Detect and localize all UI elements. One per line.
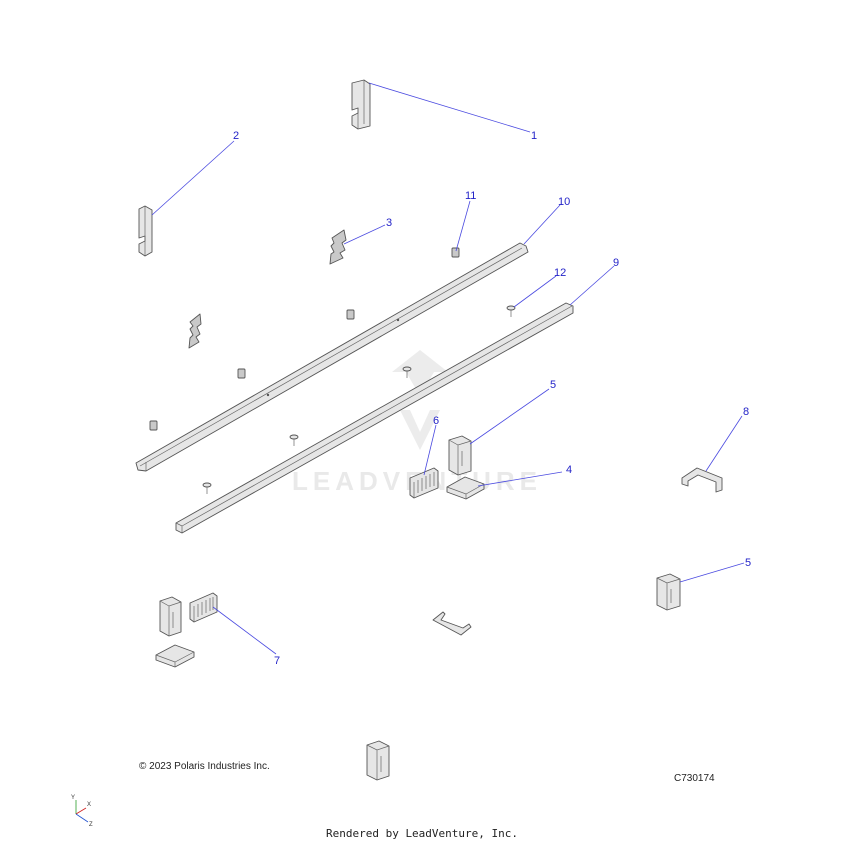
- watermark-logo-icon: [392, 350, 448, 450]
- part-2-bracket: [138, 205, 153, 257]
- part-5-endcap-2: [656, 573, 681, 611]
- callout-12: 12: [554, 267, 566, 279]
- callout-8: 8: [743, 406, 749, 418]
- callout-5: 5: [550, 379, 556, 391]
- callout-2: 2: [233, 130, 239, 142]
- part-11-clip-3: [237, 368, 246, 379]
- axis-y-label: Y: [71, 795, 75, 801]
- axis-triad: Y X Z: [71, 795, 93, 828]
- callout-5-b: 5: [745, 557, 751, 569]
- drawing-id: C730174: [674, 773, 715, 784]
- part-1-bracket: [351, 79, 371, 130]
- part-12-screw: [506, 305, 516, 317]
- callout-11: 11: [465, 190, 476, 202]
- part-9-tube: [175, 302, 574, 534]
- part-4-pad-2: [155, 644, 195, 668]
- part-8-ubracket-2: [432, 611, 472, 636]
- part-11-clip-4: [149, 420, 158, 431]
- watermark: LEADVENTURE: [292, 350, 537, 496]
- callout-6: 6: [433, 415, 439, 427]
- part-8-ubracket: [681, 467, 723, 493]
- part-12-screw-3: [289, 434, 299, 446]
- rendered-by-footer: Rendered by LeadVenture, Inc.: [325, 827, 519, 840]
- part-11-clip-2: [346, 309, 355, 320]
- callout-9: 9: [613, 257, 619, 269]
- part-3-plate: [329, 229, 347, 265]
- part-5-endcap-3: [159, 596, 182, 637]
- callout-7: 7: [274, 655, 280, 667]
- part-10-rail: [135, 242, 529, 472]
- axis-x-label: X: [87, 802, 91, 808]
- part-5-endcap: [448, 435, 472, 476]
- callout-4: 4: [566, 464, 572, 476]
- axis-z-label: Z: [89, 822, 93, 828]
- copyright-notice: © 2023 Polaris Industries Inc.: [139, 761, 270, 772]
- callout-numbers: 1 2 3 4 5 5 6 7 8 9 10 11 12: [233, 130, 751, 667]
- callout-10: 10: [558, 196, 570, 208]
- part-4-pad: [446, 476, 485, 500]
- leader-lines: [151, 82, 745, 655]
- part-11-clip: [451, 247, 460, 258]
- part-12-screw-4: [202, 482, 212, 494]
- part-3-plate-2: [188, 313, 202, 349]
- callout-1: 1: [531, 130, 537, 142]
- part-12-screw-2: [402, 366, 412, 378]
- part-5-endcap-4: [366, 740, 390, 781]
- callout-3: 3: [386, 217, 392, 229]
- part-7-grille: [189, 592, 218, 623]
- part-6-grille: [409, 467, 439, 499]
